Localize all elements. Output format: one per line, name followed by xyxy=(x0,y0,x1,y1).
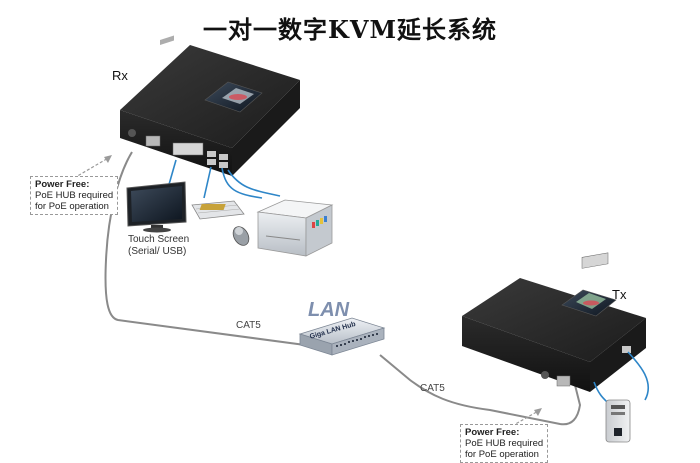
rx-power-line1: PoE HUB required xyxy=(35,190,114,201)
touch-screen-label-line2: (Serial/ USB) xyxy=(128,246,187,257)
tx-power-line1: PoE HUB required xyxy=(465,438,544,449)
cat5-cable-rx xyxy=(104,151,306,346)
rx-power-note: Power Free: PoE HUB required for PoE ope… xyxy=(30,176,119,215)
tx-label: Tx xyxy=(612,287,627,302)
printer xyxy=(199,199,334,257)
lan-label: LAN xyxy=(308,299,350,321)
rx-cable-label: CAT5 xyxy=(236,320,261,331)
power-arrow-tx xyxy=(511,409,541,427)
tx-power-title: Power Free: xyxy=(465,427,520,438)
power-arrowhead-tx xyxy=(534,408,542,416)
diagram-title: 一对一数字KVM延长系统 xyxy=(202,15,498,44)
rx-device xyxy=(120,35,300,176)
rx-peripheral-cables xyxy=(167,159,281,199)
rx-power-line2: for PoE operation xyxy=(35,201,109,212)
touch-screen-label: Touch Screen (Serial/ USB) xyxy=(128,234,189,258)
power-arrow-rx xyxy=(73,156,111,179)
touch-screen-label-line1: Touch Screen xyxy=(128,234,190,245)
lan-hub xyxy=(298,317,386,356)
tx-power-line2: for PoE operation xyxy=(465,449,539,460)
tx-cable-label: CAT5 xyxy=(420,383,445,394)
tx-power-note: Power Free: PoE HUB required for PoE ope… xyxy=(460,424,549,463)
cat5-cable-tx xyxy=(379,354,582,426)
touch-screen-monitor xyxy=(126,181,187,233)
rx-power-title: Power Free: xyxy=(35,179,90,190)
pc-tower xyxy=(605,399,631,443)
tx-device xyxy=(462,252,646,392)
mouse xyxy=(232,226,250,246)
power-arrowhead-rx xyxy=(104,155,112,163)
rx-label: Rx xyxy=(112,68,128,83)
